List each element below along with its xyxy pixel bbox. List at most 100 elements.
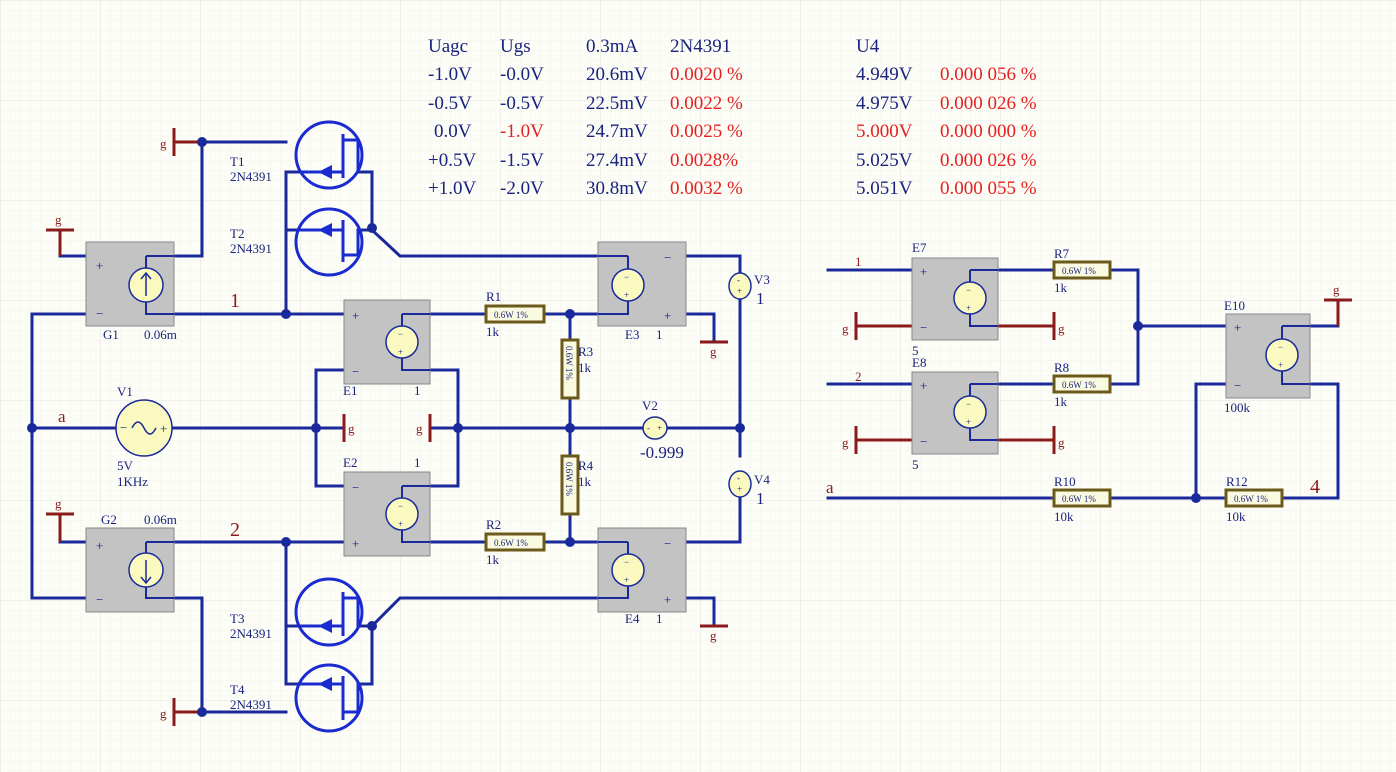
svg-text:−: − [664, 536, 671, 551]
r3-resistor[interactable]: 0.6W 1% R3 1k [560, 338, 593, 400]
svg-text:-0.5V: -0.5V [428, 93, 472, 114]
e8-vcvs[interactable]: −+ + − E8 5 [911, 355, 999, 472]
r8-resistor[interactable]: 0.6W 1% R8 1k [1052, 360, 1112, 409]
svg-text:−: − [352, 480, 359, 495]
r1-resistor[interactable]: 0.6W 1% R1 1k [484, 289, 546, 339]
svg-text:0.6W 1%: 0.6W 1% [564, 346, 574, 380]
svg-text:4.975V: 4.975V [856, 93, 913, 114]
t4-jfet[interactable]: T4 2N4391 [230, 663, 364, 733]
svg-text:E7: E7 [912, 240, 927, 255]
svg-text:+: + [920, 264, 927, 279]
g1-current-source[interactable]: + − G1 0.06m [85, 241, 177, 342]
svg-text:-0.0V: -0.0V [500, 64, 544, 85]
svg-text:−: − [920, 434, 927, 449]
e3-vcvs[interactable]: −+ − + E3 1 [597, 241, 687, 342]
svg-text:0.000 000 %: 0.000 000 % [940, 121, 1037, 142]
svg-text:100k: 100k [1224, 400, 1251, 415]
table-row: +1.0V -2.0V 30.8mV 0.0032 % 5.051V 0.000… [428, 178, 1037, 199]
svg-text:-: - [647, 423, 650, 433]
e4-vcvs[interactable]: −+ − + E4 1 [597, 527, 687, 626]
r10-resistor[interactable]: 0.6W 1% R10 10k [1052, 474, 1112, 524]
r2-resistor[interactable]: 0.6W 1% R2 1k [484, 517, 546, 567]
svg-text:−: − [664, 250, 671, 265]
r12-resistor[interactable]: 0.6W 1% R12 10k [1224, 474, 1284, 524]
node-4-label: 4 [1310, 476, 1320, 498]
svg-text:g: g [842, 321, 849, 336]
svg-text:+: + [352, 308, 359, 323]
svg-text:1: 1 [756, 289, 765, 308]
svg-text:+: + [664, 592, 671, 607]
t2-jfet[interactable]: T2 2N4391 [230, 207, 364, 277]
svg-text:0.6W 1%: 0.6W 1% [494, 538, 528, 548]
e7-vcvs[interactable]: −+ + − E7 5 [911, 240, 999, 358]
v3-voltmeter[interactable]: -+ V3 1 [728, 272, 770, 308]
t3-jfet[interactable]: T3 2N4391 [230, 577, 364, 647]
table-row: -0.5V -0.5V 22.5mV 0.0022 % 4.975V 0.000… [428, 93, 1037, 114]
svg-text:+: + [624, 290, 629, 300]
node-1-label: 1 [230, 290, 240, 312]
e10-vcvs[interactable]: −+ + − E10 100k [1224, 298, 1311, 415]
svg-text:+: + [920, 378, 927, 393]
header-uagc: Uagc [428, 36, 468, 57]
e2-vcvs[interactable]: −+ − + E2 1 [343, 455, 431, 557]
svg-text:+: + [96, 258, 103, 273]
svg-text:5.051V: 5.051V [856, 178, 913, 199]
v1-amp: 5V [117, 458, 134, 473]
svg-text:R8: R8 [1054, 360, 1069, 375]
svg-text:-1.5V: -1.5V [500, 150, 544, 171]
t1-jfet[interactable]: T1 2N4391 [230, 120, 364, 190]
svg-text:0.000 026 %: 0.000 026 % [940, 93, 1037, 114]
svg-text:1: 1 [656, 611, 663, 626]
g2-current-source[interactable]: + − G2 0.06m [85, 512, 177, 613]
svg-text:+: + [966, 417, 971, 427]
svg-text:0.000 026 %: 0.000 026 % [940, 150, 1037, 171]
svg-text:-: - [737, 275, 740, 285]
svg-text:0.0025 %: 0.0025 % [670, 121, 743, 142]
svg-text:5.025V: 5.025V [856, 150, 913, 171]
table-row: -1.0V -0.0V 20.6mV 0.0020 % 4.949V 0.000… [428, 64, 1037, 85]
svg-text:20.6mV: 20.6mV [586, 64, 648, 85]
ground-icon: g [46, 212, 74, 256]
svg-text:g: g [710, 344, 717, 359]
svg-text:0.0V: 0.0V [434, 121, 472, 142]
node-a-label: a [58, 407, 66, 426]
svg-text:−: − [1278, 342, 1283, 352]
header-2n4391: 2N4391 [670, 36, 731, 57]
svg-text:g: g [416, 421, 423, 436]
svg-text:1k: 1k [486, 552, 500, 567]
svg-text:−: − [624, 557, 629, 567]
g2-label: G2 [101, 512, 117, 527]
e1-vcvs[interactable]: −+ + − E1 1 [343, 299, 431, 398]
svg-text:g: g [842, 435, 849, 450]
v4-voltmeter[interactable]: -+ V4 1 [728, 470, 770, 508]
svg-text:27.4mV: 27.4mV [586, 150, 648, 171]
v2-voltmeter[interactable]: -+ V2 -0.999 [640, 398, 684, 462]
svg-text:R1: R1 [486, 289, 501, 304]
input-1-label: 1 [855, 254, 862, 269]
r7-resistor[interactable]: 0.6W 1% R7 1k [1052, 246, 1112, 295]
svg-text:1k: 1k [1054, 280, 1068, 295]
svg-text:0.6W 1%: 0.6W 1% [1062, 380, 1096, 390]
v1-freq: 1KHz [117, 474, 148, 489]
svg-text:R12: R12 [1226, 474, 1248, 489]
svg-text:0.0022 %: 0.0022 % [670, 93, 743, 114]
svg-text:0.0020 %: 0.0020 % [670, 64, 743, 85]
svg-text:E2: E2 [343, 455, 357, 470]
ground-icon: g [1324, 282, 1352, 326]
svg-text:+: + [160, 421, 167, 436]
svg-text:2N4391: 2N4391 [230, 169, 272, 184]
svg-text:V3: V3 [754, 272, 770, 287]
svg-text:+: + [96, 538, 103, 553]
svg-text:5.000V: 5.000V [856, 121, 913, 142]
svg-text:−: − [624, 272, 629, 282]
svg-text:T2: T2 [230, 226, 244, 241]
r4-resistor[interactable]: 0.6W 1% R4 1k [560, 454, 594, 516]
svg-text:T1: T1 [230, 154, 244, 169]
svg-text:-2.0V: -2.0V [500, 178, 544, 199]
svg-text:0.0028%: 0.0028% [670, 150, 738, 171]
svg-text:+1.0V: +1.0V [428, 178, 476, 199]
header-ugs: Ugs [500, 36, 531, 57]
svg-text:1k: 1k [1054, 394, 1068, 409]
v1-ac-source[interactable]: − + V1 5V 1KHz [115, 384, 173, 489]
svg-text:R3: R3 [578, 344, 593, 359]
